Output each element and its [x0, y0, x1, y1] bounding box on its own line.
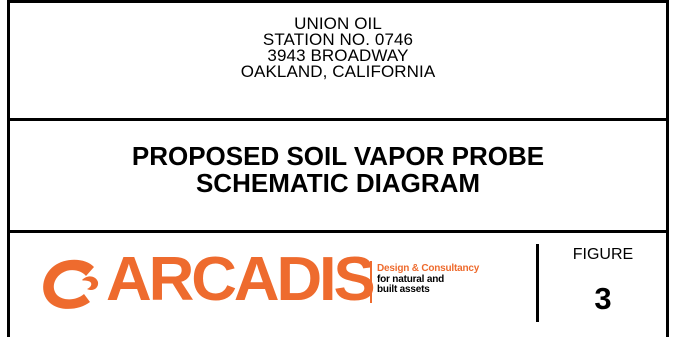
client-name: UNION OIL	[294, 14, 382, 33]
title-block-frame	[7, 0, 669, 337]
drawing-title-line-2: SCHEMATIC DIAGRAM	[195, 168, 481, 198]
station-number: STATION NO. 0746	[262, 30, 414, 49]
city-state: OAKLAND, CALIFORNIA	[240, 62, 436, 81]
top-border	[7, 0, 669, 3]
section-divider-top	[7, 118, 669, 121]
figure-divider	[536, 244, 539, 322]
street-address: 3943 BROADWAY	[267, 46, 409, 65]
tagline-line-2: for natural and	[377, 273, 445, 285]
arcadis-swirl-icon	[43, 259, 99, 309]
section-divider-bottom	[7, 230, 669, 233]
arcadis-logo: ARCADIS Design & Consultancy for natural…	[36, 240, 516, 320]
tagline-line-3: built assets	[377, 284, 430, 295]
drawing-title-line-1: PROPOSED SOIL VAPOR PROBE	[131, 141, 545, 171]
figure-label: FIGURE	[572, 246, 634, 263]
logo-divider	[370, 261, 372, 303]
tagline-line-1: Design & Consultancy	[377, 263, 480, 274]
figure-number: 3	[594, 281, 612, 316]
brand-name: ARCADIS	[106, 245, 376, 314]
project-address: UNION OIL STATION NO. 0746 3943 BROADWAY…	[10, 14, 666, 81]
brand-tagline: Design & Consultancy for natural and bui…	[377, 263, 480, 296]
drawing-title: PROPOSED SOIL VAPOR PROBE SCHEMATIC DIAG…	[10, 143, 666, 197]
